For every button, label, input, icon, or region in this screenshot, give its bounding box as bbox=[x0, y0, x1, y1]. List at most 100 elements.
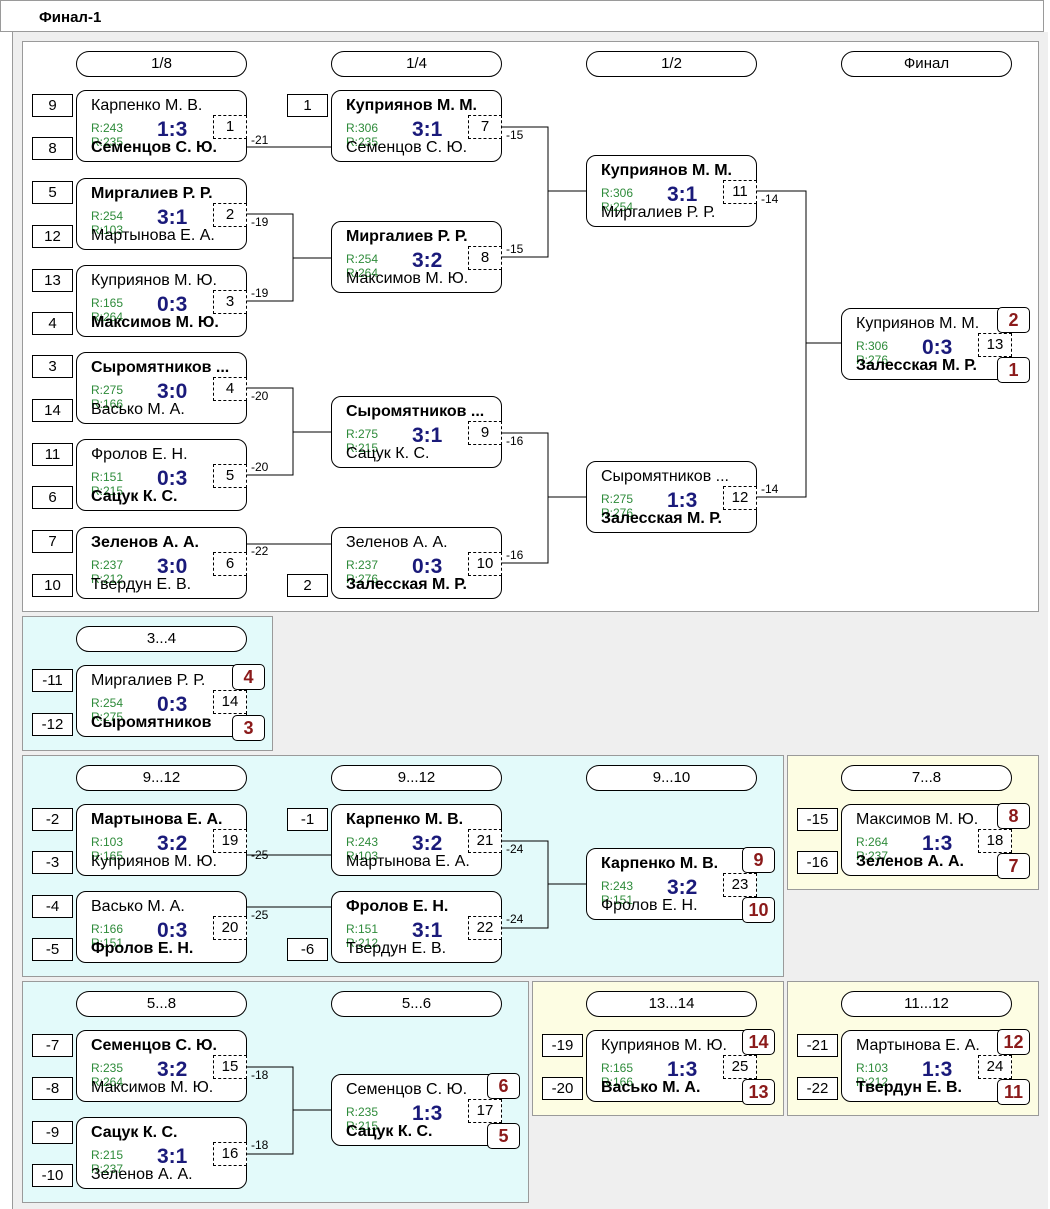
match-score: 3:1 bbox=[667, 183, 698, 206]
player-bottom: Залесская М. Р. bbox=[601, 510, 722, 527]
rating-top: R:306 bbox=[346, 121, 379, 135]
match-3[interactable]: Куприянов М. Ю. R:165 R:264 0:3 3 Максим… bbox=[76, 265, 247, 337]
match-20[interactable]: Васько М. А. R:166 R:151 0:3 20 Фролов Е… bbox=[76, 891, 247, 963]
match-score: 3:1 bbox=[157, 206, 188, 229]
player-top: Сыромятников ... bbox=[346, 403, 485, 420]
match-9[interactable]: Сыромятников ... R:275 R:215 3:1 9 Сацук… bbox=[331, 396, 502, 468]
player-top: Фролов Е. Н. bbox=[91, 446, 188, 463]
match-number: 5 bbox=[213, 464, 247, 488]
rating-top: R:151 bbox=[346, 922, 379, 936]
match-23[interactable]: Карпенко М. В. R:243 R:151 3:2 23 Фролов… bbox=[586, 848, 757, 920]
rating-top: R:237 bbox=[91, 558, 124, 572]
match-16[interactable]: Сацук К. С. R:215 R:237 3:1 16 Зеленов А… bbox=[76, 1117, 247, 1189]
rating-top: R:275 bbox=[346, 427, 379, 441]
loser-label: -22 bbox=[251, 544, 269, 558]
match-14[interactable]: Миргалиев Р. Р. R:254 R:275 0:3 14 Сыром… bbox=[76, 665, 247, 737]
player-top: Куприянов М. М. bbox=[346, 97, 477, 114]
player-bottom: Максимов М. Ю. bbox=[91, 314, 219, 331]
match-21[interactable]: Карпенко М. В. R:243 R:103 3:2 21 Мартын… bbox=[331, 804, 502, 876]
seed-box: 10 bbox=[32, 574, 73, 597]
bracket-section-11-12: 11...12 -21 -22 Мартынова Е. А. R:103 R:… bbox=[787, 981, 1039, 1116]
player-bottom: Куприянов М. Ю. bbox=[91, 853, 217, 870]
match-score: 3:1 bbox=[412, 919, 443, 942]
match-15[interactable]: Семенцов С. Ю. R:235 R:264 3:2 15 Максим… bbox=[76, 1030, 247, 1102]
player-bottom: Сыромятников bbox=[91, 714, 212, 731]
loser-label: -14 bbox=[761, 482, 779, 496]
match-number: 18 bbox=[978, 829, 1012, 853]
match-13-final[interactable]: Куприянов М. М. R:306 R:276 0:3 13 Залес… bbox=[841, 308, 1012, 380]
match-11[interactable]: Куприянов М. М. R:306 R:254 3:1 11 Мирга… bbox=[586, 155, 757, 227]
seed-box: -7 bbox=[32, 1034, 73, 1057]
match-number: 17 bbox=[468, 1099, 502, 1123]
place-badge: 9 bbox=[742, 847, 775, 873]
place-badge: 7 bbox=[997, 853, 1030, 879]
bracket-section-13-14: 13...14 -19 -20 Куприянов М. Ю. R:165 R:… bbox=[532, 981, 784, 1116]
player-top: Карпенко М. В. bbox=[346, 811, 464, 828]
player-top: Миргалиев Р. Р. bbox=[91, 185, 213, 202]
seed-box: -4 bbox=[32, 895, 73, 918]
rating-top: R:151 bbox=[91, 470, 124, 484]
match-score: 0:3 bbox=[157, 293, 188, 316]
player-top: Куприянов М. Ю. bbox=[91, 272, 217, 289]
match-score: 0:3 bbox=[157, 693, 188, 716]
match-1[interactable]: Карпенко М. В. R:243 R:235 1:3 1 Семенцо… bbox=[76, 90, 247, 162]
match-18[interactable]: Максимов М. Ю. R:264 R:237 1:3 18 Зелено… bbox=[841, 804, 1012, 876]
match-2[interactable]: Миргалиев Р. Р. R:254 R:103 3:1 2 Мартын… bbox=[76, 178, 247, 250]
match-24[interactable]: Мартынова Е. А. R:103 R:212 1:3 24 Тверд… bbox=[841, 1030, 1012, 1102]
player-top: Куприянов М. М. bbox=[856, 315, 980, 332]
match-19[interactable]: Мартынова Е. А. R:103 R:165 3:2 19 Купри… bbox=[76, 804, 247, 876]
seed-box: 3 bbox=[32, 355, 73, 378]
match-5[interactable]: Фролов Е. Н. R:151 R:215 0:3 5 Сацук К. … bbox=[76, 439, 247, 511]
match-17[interactable]: Семенцов С. Ю. R:235 R:215 1:3 17 Сацук … bbox=[331, 1074, 502, 1146]
player-bottom: Максимов М. Ю. bbox=[91, 1079, 214, 1096]
loser-label: -24 bbox=[506, 912, 524, 926]
seed-box: -12 bbox=[32, 713, 73, 736]
match-score: 3:0 bbox=[157, 380, 188, 403]
match-12[interactable]: Сыромятников ... R:275 R:276 1:3 12 Зале… bbox=[586, 461, 757, 533]
seed-box: -9 bbox=[32, 1121, 73, 1144]
rating-top: R:235 bbox=[91, 1061, 124, 1075]
player-bottom: Зеленов А. А. bbox=[91, 1166, 193, 1183]
match-6[interactable]: Зеленов А. А. R:237 R:212 3:0 6 Твердун … bbox=[76, 527, 247, 599]
header-round-of-16: 1/8 bbox=[76, 51, 247, 77]
match-number: 1 bbox=[213, 115, 247, 139]
rating-top: R:166 bbox=[91, 922, 124, 936]
player-bottom: Фролов Е. Н. bbox=[601, 897, 698, 914]
match-score: 3:2 bbox=[412, 249, 443, 272]
rating-bottom: R:212 bbox=[346, 936, 379, 950]
loser-label: -25 bbox=[251, 908, 269, 922]
match-number: 2 bbox=[213, 203, 247, 227]
match-8[interactable]: Миргалиев Р. Р. R:254 R:264 3:2 8 Максим… bbox=[331, 221, 502, 293]
match-number: 23 bbox=[723, 873, 757, 897]
match-score: 1:3 bbox=[412, 1102, 443, 1125]
rating-bottom: R:235 bbox=[346, 135, 379, 149]
place-badge: 1 bbox=[997, 357, 1030, 383]
player-bottom: Сацук К. С. bbox=[346, 445, 430, 462]
match-number: 22 bbox=[468, 916, 502, 940]
seed-box: -15 bbox=[797, 808, 838, 831]
player-top: Сыромятников ... bbox=[601, 468, 729, 485]
match-number: 8 bbox=[468, 246, 502, 270]
rating-bottom: R:215 bbox=[91, 484, 124, 498]
match-number: 7 bbox=[468, 115, 502, 139]
seed-box: -21 bbox=[797, 1034, 838, 1057]
header-9-12: 9...12 bbox=[331, 765, 502, 791]
player-bottom: Семенцов С. Ю. bbox=[91, 139, 217, 156]
player-top: Семенцов С. Ю. bbox=[346, 1081, 468, 1098]
match-4[interactable]: Сыромятников ... R:275 R:166 3:0 4 Васьк… bbox=[76, 352, 247, 424]
rating-top: R:103 bbox=[91, 835, 124, 849]
title-bar: Финал-1 bbox=[0, 0, 1044, 32]
header-3-4: 3...4 bbox=[76, 626, 247, 652]
loser-label: -24 bbox=[506, 842, 524, 856]
match-10[interactable]: Зеленов А. А. R:237 R:276 0:3 10 Залесск… bbox=[331, 527, 502, 599]
header-semifinal: 1/2 bbox=[586, 51, 757, 77]
match-25[interactable]: Куприянов М. Ю. R:165 R:166 1:3 25 Васьк… bbox=[586, 1030, 757, 1102]
page-title: Финал-1 bbox=[39, 9, 102, 26]
player-top: Зеленов А. А. bbox=[91, 534, 199, 551]
match-7[interactable]: Куприянов М. М. R:306 R:235 3:1 7 Семенц… bbox=[331, 90, 502, 162]
match-22[interactable]: Фролов Е. Н. R:151 R:212 3:1 22 Твердун … bbox=[331, 891, 502, 963]
rating-bottom: R:276 bbox=[601, 506, 634, 520]
player-bottom: Максимов М. Ю. bbox=[346, 270, 469, 287]
seed-box: 5 bbox=[32, 181, 73, 204]
header-quarterfinal: 1/4 bbox=[331, 51, 502, 77]
